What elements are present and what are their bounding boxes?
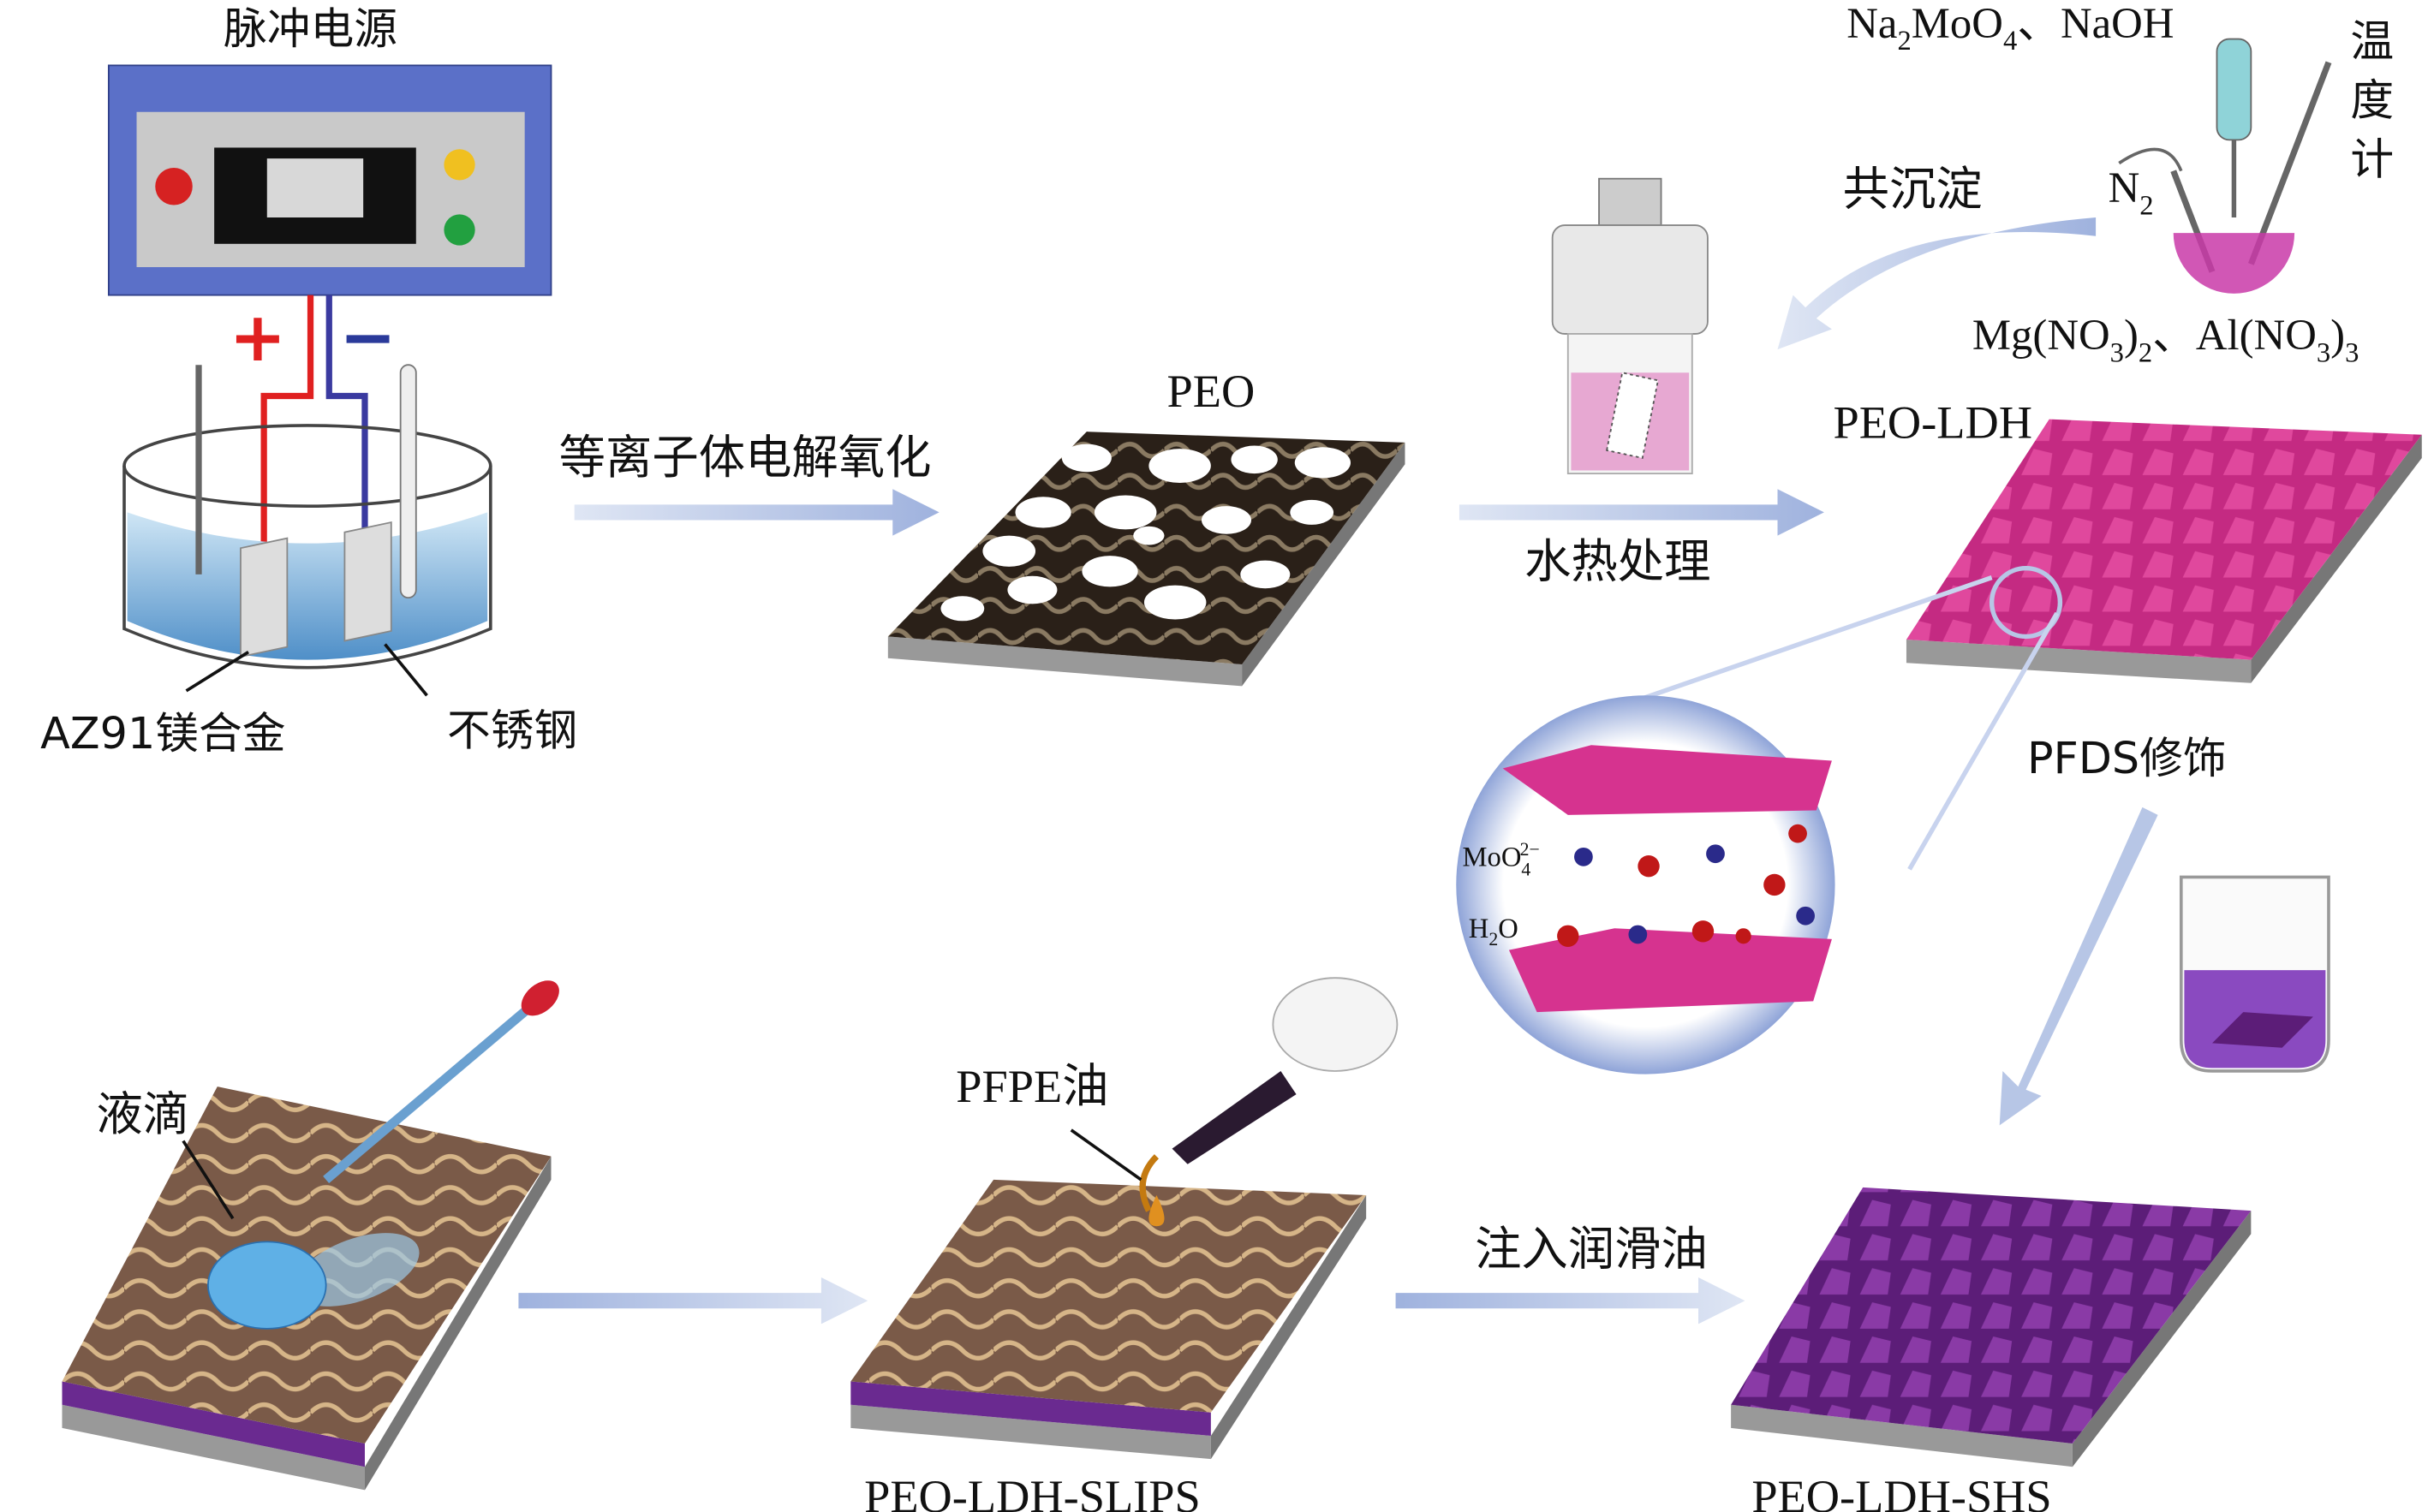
droplet-label: 液滴 — [96, 1087, 189, 1141]
anode-label: AZ91镁合金 — [40, 708, 285, 759]
power-switch-icon — [155, 168, 193, 205]
positive-sign: + — [229, 297, 286, 377]
arrow-pfds — [1999, 807, 2158, 1126]
cathode-label: 不锈钢 — [447, 705, 577, 755]
water-label: H2O — [1469, 914, 1518, 949]
dropper-icon — [323, 1005, 531, 1184]
n2-label: N2 — [2109, 164, 2154, 222]
glove-icon — [1272, 977, 1399, 1072]
shs-label: PEO-LDH-SHS — [1751, 1471, 2051, 1512]
peo-plate — [887, 432, 1405, 687]
peo-step-label: 等离子体电解氧化 — [559, 431, 932, 485]
power-supply-label: 脉冲电源 — [224, 3, 397, 54]
slips-label: PEO-LDH-SLIPS — [864, 1471, 1201, 1512]
svg-text:温: 温 — [2350, 15, 2394, 66]
molybdate-label: MoO42− — [1463, 839, 1540, 880]
peo-ldh-plate — [1906, 419, 2422, 683]
arrow-coprecipitation — [1777, 217, 2097, 350]
coprecipitation-label: 共沉淀 — [1843, 163, 1983, 217]
process-arrows — [518, 217, 2158, 1324]
three-neck-flask — [2118, 38, 2332, 294]
autoclave — [1551, 177, 1709, 475]
svg-text:计: 计 — [2350, 134, 2394, 184]
electrolytic-cell — [122, 364, 492, 670]
pfpe-oil-label: PFPE油 — [956, 1061, 1108, 1112]
peo-ldh-shs-plate — [1731, 1187, 2252, 1467]
arrow-final — [518, 1277, 868, 1324]
negative-sign: − — [339, 297, 397, 377]
hydrothermal-label: 水热处理 — [1524, 535, 1710, 589]
droplet-plate — [62, 980, 559, 1491]
arrow-peo — [574, 489, 940, 536]
svg-text:度: 度 — [2350, 74, 2394, 125]
ldh-structure-bubble — [1456, 574, 2060, 1074]
thermometer-label: 温 度 计 — [2350, 15, 2394, 184]
inject-lubricant-label: 注入润滑油 — [1475, 1223, 1708, 1277]
arrow-hydrothermal — [1459, 489, 1824, 536]
peo-label: PEO — [1167, 366, 1256, 417]
arrow-inject — [1395, 1277, 1745, 1324]
pfds-label: PFDS修饰 — [2027, 733, 2227, 783]
pfds-beaker — [2179, 875, 2330, 1073]
peo-ldh-slips-plate — [850, 977, 1399, 1460]
reagent-top-label: Na2MoO4、NaOH — [1846, 0, 2174, 57]
reagent-bottom-label: Mg(NO3)2、Al(NO3)3 — [1972, 311, 2359, 369]
pulse-power-supply — [107, 64, 552, 296]
molecules — [1557, 824, 1815, 947]
peo-ldh-label: PEO-LDH — [1834, 396, 2033, 448]
